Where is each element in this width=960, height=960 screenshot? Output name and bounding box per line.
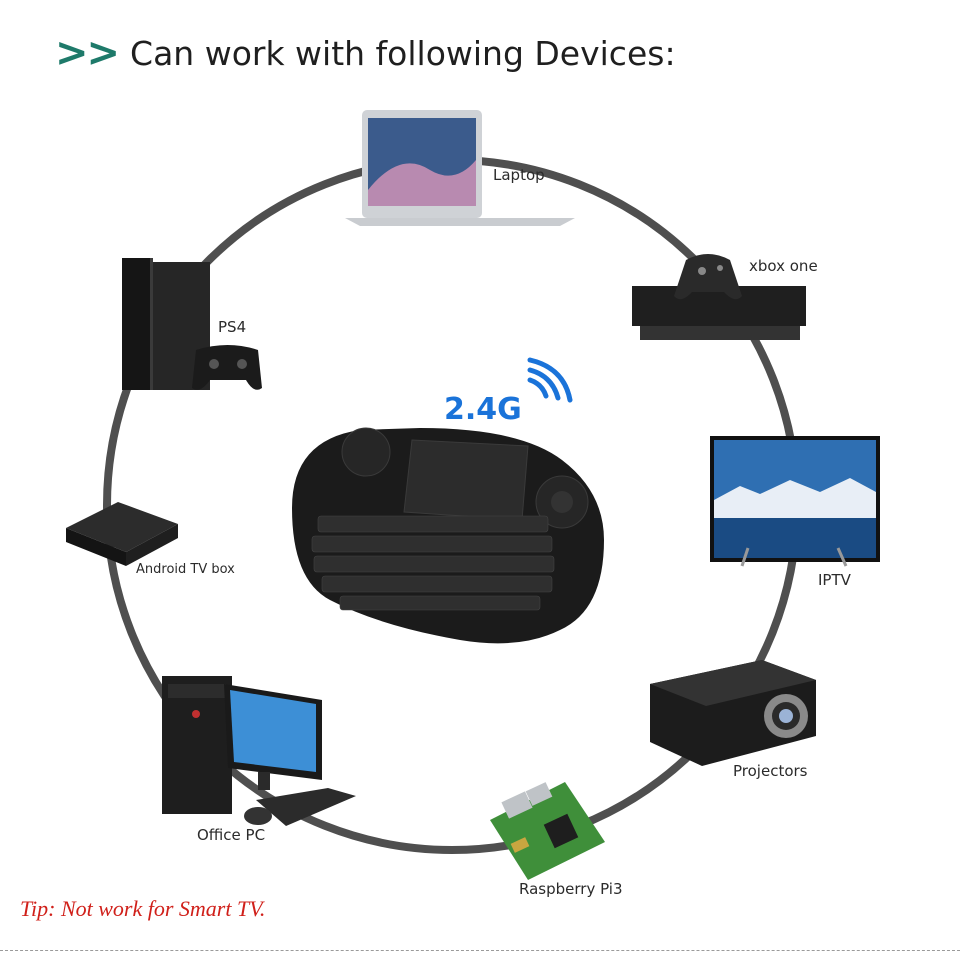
wifi-signal-icon xyxy=(527,357,573,403)
device-label-raspberry-pi: Raspberry Pi3 xyxy=(519,880,623,898)
keyboard-icon xyxy=(292,427,604,644)
device-label-ps4: PS4 xyxy=(218,318,247,336)
tv-box-icon xyxy=(66,502,178,566)
ps4-icon xyxy=(122,258,262,390)
laptop-icon xyxy=(345,110,575,226)
office-pc-icon xyxy=(162,676,356,826)
dashed-divider xyxy=(0,950,960,951)
xbox-icon xyxy=(632,254,806,340)
device-label-projectors: Projectors xyxy=(733,762,808,780)
device-label-laptop: Laptop xyxy=(493,166,545,184)
device-label-iptv: IPTV xyxy=(818,571,851,589)
page-title: Can work with following Devices: xyxy=(130,33,676,73)
wireless-2-4g-badge: 2.4G xyxy=(444,392,522,427)
header: >> Can work with following Devices: xyxy=(55,30,676,76)
double-chevron-icon: >> xyxy=(55,30,120,76)
device-label-android-tv-box: Android TV box xyxy=(136,562,235,577)
device-label-office-pc: Office PC xyxy=(197,826,266,844)
tv-icon xyxy=(710,436,880,567)
raspberry-pi-icon xyxy=(490,782,605,880)
device-label-xbox: xbox one xyxy=(749,257,818,275)
tip-note: Tip: Not work for Smart TV. xyxy=(20,896,266,921)
projector-icon xyxy=(650,660,816,766)
